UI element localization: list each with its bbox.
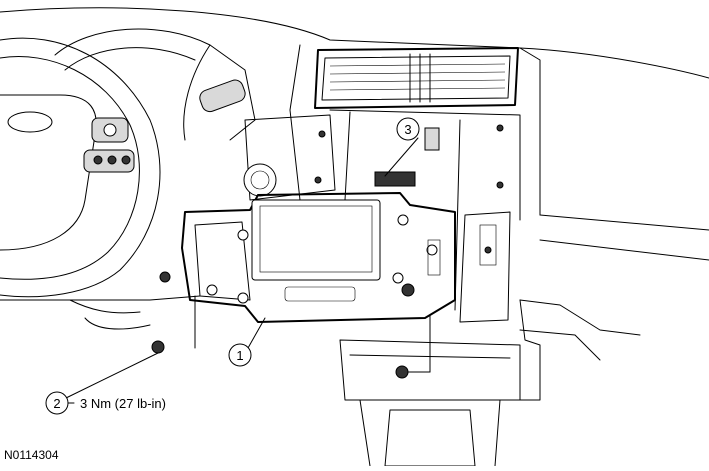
panel-screw (159, 271, 171, 283)
electrical-connector (374, 171, 416, 187)
wire-harness-clip (424, 127, 440, 151)
ignition-switch (243, 163, 277, 197)
callout-1: 1 (228, 343, 252, 367)
callout-3-label: 3 (404, 122, 411, 137)
dashboard-outline (0, 7, 709, 361)
display-module (181, 192, 456, 323)
display-screen (251, 199, 381, 281)
ford-logo-icon (7, 111, 53, 133)
callout-2-label: 2 (53, 396, 60, 411)
callout-2: 2 3 Nm (27 lb-in) (45, 391, 166, 415)
callout-3-leader (384, 137, 419, 177)
console-bolt (395, 365, 409, 379)
left-bracket (243, 114, 336, 201)
instrument-cluster (54, 28, 256, 141)
torque-fastener (65, 340, 165, 399)
fastener-screw (151, 340, 165, 354)
multifunction-stalk (199, 79, 246, 113)
torque-spec-text: 3 Nm (27 lb-in) (80, 396, 166, 411)
lower-left-panel (0, 271, 201, 330)
callout-1-leader (247, 317, 266, 349)
callout-3: 3 (396, 117, 420, 141)
lower-console (339, 299, 541, 467)
steering-wheel (0, 37, 161, 298)
right-bracket (459, 211, 511, 323)
center-air-vent (314, 47, 519, 109)
figure-code: N0114304 (4, 448, 59, 462)
mounting-bolt (401, 283, 415, 297)
callout-1-label: 1 (236, 348, 243, 363)
